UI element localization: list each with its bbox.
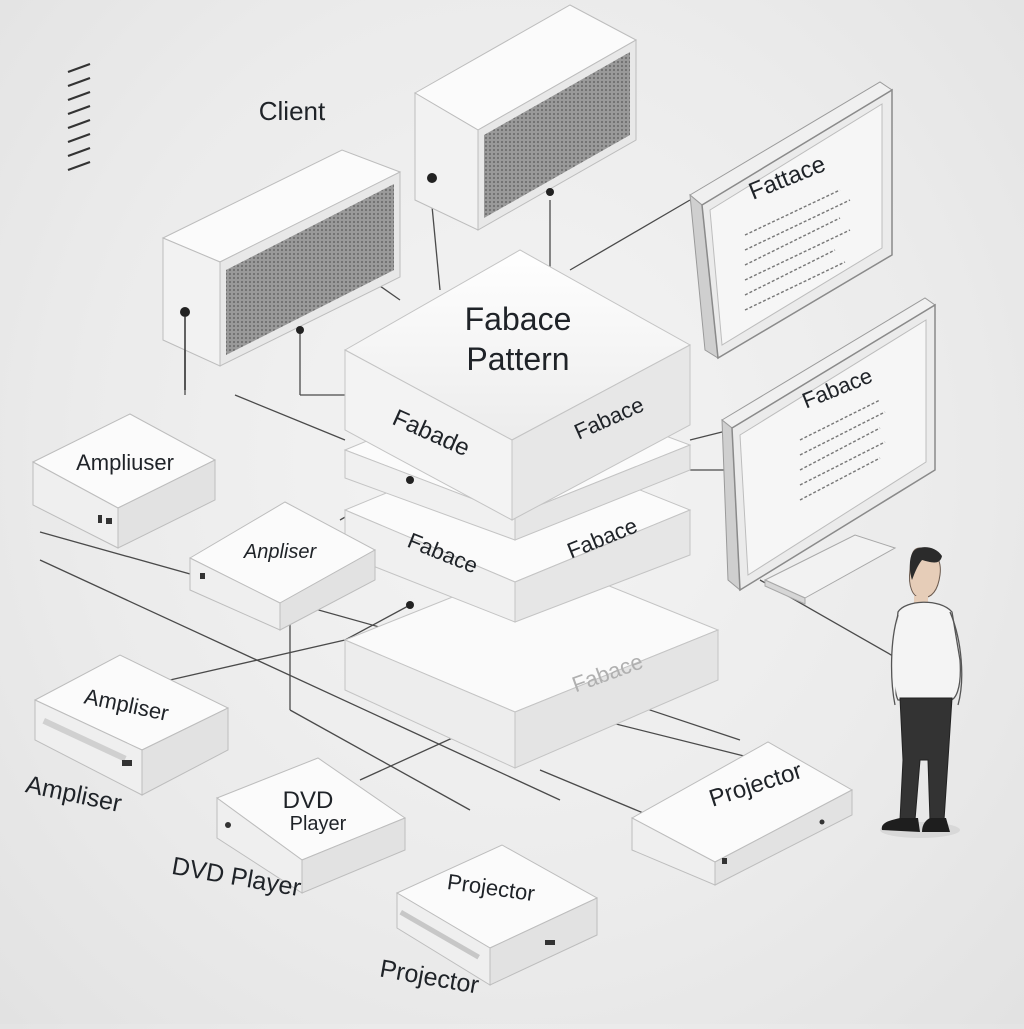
amplifier-box-3: Ampliser: [33, 654, 230, 796]
facade-layer-3: Fabace: [343, 559, 720, 769]
person-figure: [880, 547, 963, 838]
amplifier-box-1: Ampliuser: [31, 413, 217, 549]
facade-top-block: Fabace Pattern Fabade Fabace: [343, 249, 692, 521]
client-label: Client: [259, 96, 326, 126]
facade-stack: Fabace Fabace Fabace Fabace Pattern Faba…: [343, 249, 720, 769]
facade-title-line2: Pattern: [466, 341, 569, 377]
projector-box-2: Projector: [630, 741, 854, 886]
client-speaker-left: [161, 149, 402, 390]
projector-box-1: Projector: [395, 844, 599, 986]
dvd-player-box: DVD Player: [215, 757, 407, 894]
facade-title-line1: Fabace: [465, 301, 572, 337]
dvd-label-line2: Player: [290, 813, 347, 835]
monitor-1: Fattace: [689, 81, 893, 360]
amp1-label: Ampliuser: [76, 450, 174, 475]
amplifier-box-2: Anpliser: [188, 501, 377, 631]
monitor-2: Fabace: [721, 297, 936, 605]
amp2-label: Anpliser: [243, 541, 318, 563]
dvd-label-line1: DVD: [283, 787, 334, 814]
hatch-decoration: [67, 62, 91, 172]
client-speaker-right: [414, 4, 638, 231]
